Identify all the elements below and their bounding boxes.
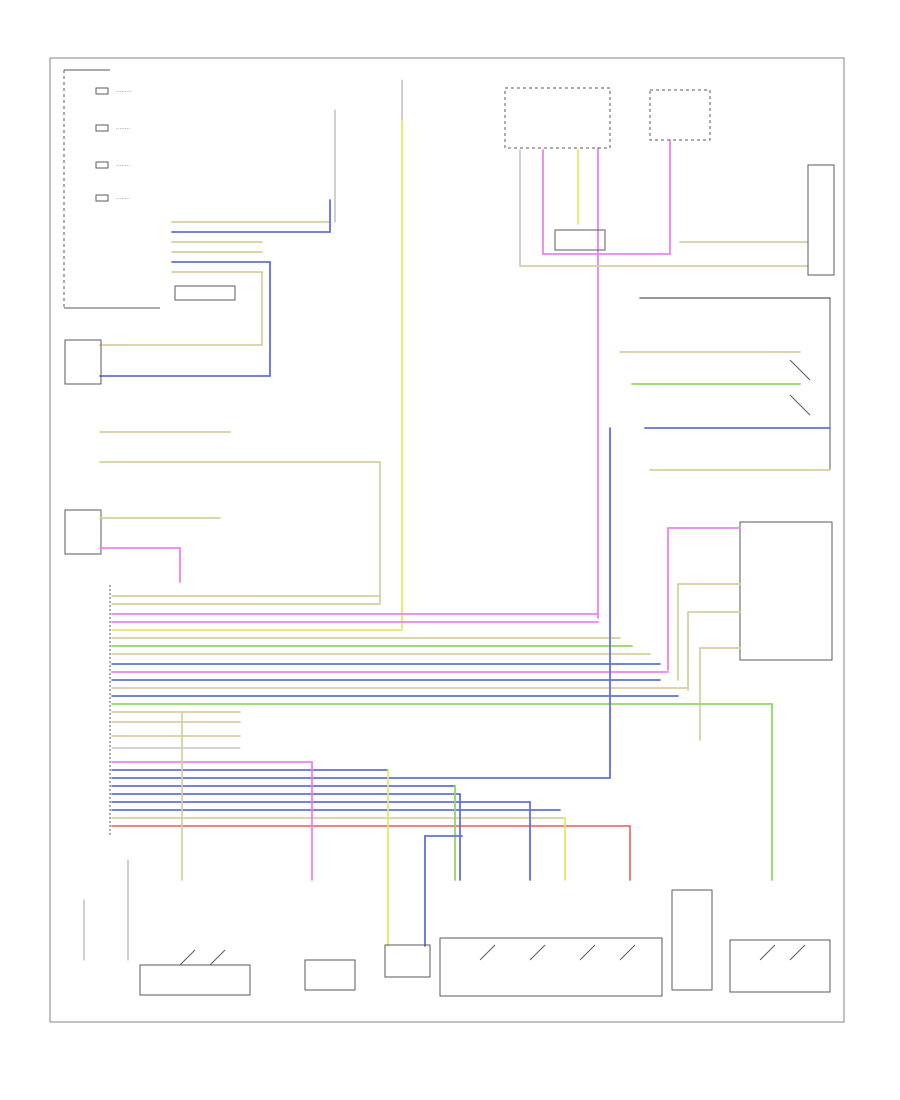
bottom-components bbox=[139, 889, 831, 997]
bottom-drop-wires bbox=[83, 427, 773, 961]
svg-text:........: ........ bbox=[116, 162, 130, 168]
top-right-blocks bbox=[504, 87, 835, 276]
svg-text:........: ........ bbox=[116, 125, 130, 131]
fuse-panel-block bbox=[384, 944, 431, 978]
left-front-door-switch-block bbox=[64, 339, 102, 385]
door-switch-right-block bbox=[739, 521, 833, 661]
svg-text:........: ........ bbox=[116, 195, 130, 201]
steering-column-module-block bbox=[64, 509, 102, 555]
right-module-wires bbox=[667, 527, 741, 741]
relay-box-block bbox=[439, 937, 663, 997]
harness-rows bbox=[109, 585, 773, 835]
right-door-switches bbox=[619, 297, 831, 471]
diagram-frame bbox=[49, 57, 845, 1023]
cluster-connector-wires bbox=[99, 109, 336, 377]
instrument-cluster-block: ......... ........ ........ ........ bbox=[63, 69, 236, 309]
svg-text:.........: ......... bbox=[116, 88, 132, 94]
top-feed-wires bbox=[401, 79, 809, 629]
antenna-switch-block bbox=[729, 939, 831, 993]
